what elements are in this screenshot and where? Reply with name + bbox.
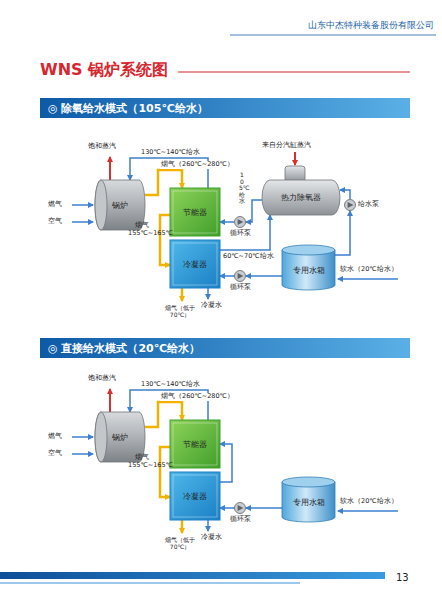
steam-label: 饱和蒸汽: [88, 374, 116, 382]
condensate-label: 冷凝水: [201, 534, 222, 542]
equipment-box: 冷凝器: [170, 472, 220, 520]
water-line: [246, 275, 282, 277]
equipment-name: 节能器: [183, 439, 207, 450]
input-label: 空气: [48, 449, 62, 457]
pump-label: 循环泵: [230, 284, 251, 291]
input-label: 燃气: [48, 200, 62, 208]
water-line: [220, 507, 234, 509]
pump-symbol: 循环泵: [234, 502, 246, 514]
edge-label: 60℃~70℃给水: [222, 253, 275, 261]
deaer-outline: [262, 160, 340, 215]
exhaust-label: 烟气（低于70℃）: [158, 536, 202, 550]
equipment-box: 热力除氧器: [262, 160, 340, 215]
pump-outline: [234, 502, 246, 514]
equipment-name: 专用水箱: [293, 265, 325, 276]
water-line: [340, 190, 350, 199]
input-label: 燃气: [48, 432, 62, 440]
steam-label: 饱和蒸汽: [88, 142, 116, 150]
feed-temp-label: 105℃给水: [239, 172, 245, 205]
water-line: [220, 215, 270, 250]
edge-label: 烟气（260℃~280℃）: [160, 393, 235, 401]
soft-water-label: 软水（20℃给水）: [340, 498, 398, 506]
equipment-name: 专用水箱: [293, 497, 325, 508]
pump-symbol: 给水泵: [344, 199, 356, 211]
equipment-box: 冷凝器: [170, 240, 220, 288]
flue-temp-label: 烟气 155℃~165℃: [128, 454, 156, 470]
pump-outline: [344, 199, 356, 211]
pump-outline: [234, 216, 246, 228]
input-label: 空气: [48, 217, 62, 225]
flue-gas-line: [160, 215, 170, 265]
equipment-box: 节能器: [170, 420, 220, 468]
flue-gas-line: [160, 447, 170, 497]
footer-bar: [0, 572, 385, 584]
pump-outline: [234, 270, 246, 282]
edge-label: 130℃~140℃给水: [140, 149, 201, 157]
exhaust-label: 烟气（低于70℃）: [158, 304, 202, 318]
pump-symbol: 循环泵: [234, 270, 246, 282]
equipment-box: 专用水箱: [282, 477, 335, 522]
band-heading: ◎ 除氧给水模式（105℃给水）: [48, 101, 208, 116]
edge-label: 烟气（260℃~280℃）: [160, 161, 235, 169]
band-heading: ◎ 直接给水模式（20℃给水）: [48, 341, 200, 356]
equipment-name: 冷凝器: [183, 491, 207, 502]
condensate-label: 冷凝水: [201, 302, 222, 310]
water-line: [335, 211, 350, 255]
header-rule: [230, 35, 436, 36]
steam-source-label: 来自分汽缸蒸汽: [262, 141, 311, 149]
section-band: ◎ 直接给水模式（20℃给水）: [40, 338, 410, 358]
page-number: 13: [396, 572, 409, 584]
edge-label: 130℃~140℃给水: [140, 381, 201, 389]
pump-label: 给水泵: [358, 201, 379, 208]
water-line: [220, 221, 234, 223]
equipment-name: 锅炉: [112, 200, 128, 211]
title-rule: [178, 71, 410, 72]
water-line: [220, 275, 234, 277]
pump-label: 循环泵: [230, 230, 251, 237]
pump-label: 循环泵: [230, 516, 251, 523]
water-line: [246, 507, 282, 509]
soft-water-label: 软水（20℃给水）: [340, 266, 398, 274]
section-band: ◎ 除氧给水模式（105℃给水）: [40, 98, 410, 118]
equipment-name: 锅炉: [112, 432, 128, 443]
flue-temp-label: 烟气 155℃~165℃: [128, 222, 156, 238]
equipment-box: 节能器: [170, 188, 220, 236]
equipment-box: 专用水箱: [282, 245, 335, 290]
equipment-name: 热力除氧器: [281, 192, 321, 203]
page-title: WNS 锅炉系统图: [40, 60, 168, 79]
company-name: 山东中杰特种装备股份有限公司: [228, 20, 434, 31]
equipment-name: 节能器: [183, 207, 207, 218]
pump-symbol: 循环泵: [234, 216, 246, 228]
equipment-name: 冷凝器: [183, 259, 207, 270]
water-line: [220, 444, 232, 482]
water-line: [246, 200, 262, 222]
